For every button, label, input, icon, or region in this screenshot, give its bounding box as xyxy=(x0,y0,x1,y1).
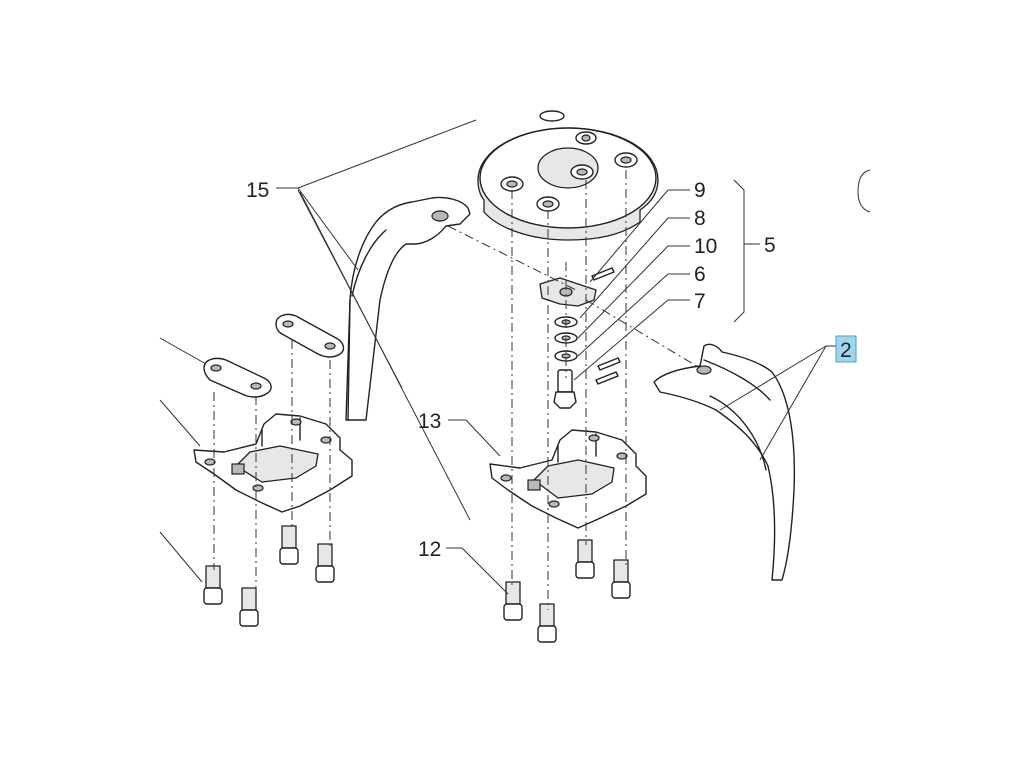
callout-10[interactable]: 10 xyxy=(694,235,717,258)
fastener-stack xyxy=(539,267,621,409)
callout-13[interactable]: 13 xyxy=(418,410,441,433)
screws-left xyxy=(203,525,335,627)
callout-12[interactable]: 12 xyxy=(418,538,441,561)
curved-tine-right xyxy=(653,343,796,581)
mounting-plate-left xyxy=(193,413,353,513)
tine-blade-left xyxy=(345,196,471,421)
link-plate-lower xyxy=(203,357,272,398)
callout-9[interactable]: 9 xyxy=(694,179,706,202)
callout-8[interactable]: 8 xyxy=(694,207,706,230)
mounting-plate-center xyxy=(489,429,647,529)
callout-6[interactable]: 6 xyxy=(694,263,706,286)
callout-labels: 15 9 8 10 6 7 5 2 13 12 xyxy=(246,179,857,561)
rotor-disc xyxy=(477,110,659,241)
screws-center xyxy=(503,539,631,643)
callout-15[interactable]: 15 xyxy=(246,179,269,202)
callout-2[interactable]: 2 xyxy=(840,339,852,362)
callout-2-highlight xyxy=(835,335,857,363)
link-plate-upper xyxy=(275,313,345,358)
callout-5[interactable]: 5 xyxy=(764,234,776,257)
callout-7[interactable]: 7 xyxy=(694,290,706,313)
leader-lines xyxy=(159,119,871,595)
assembly-axes xyxy=(213,170,701,610)
